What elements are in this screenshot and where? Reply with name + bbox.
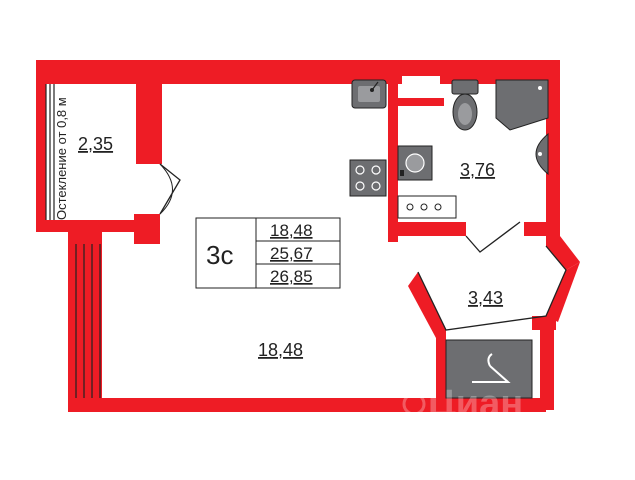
wall-hall-right-lower — [546, 262, 580, 322]
bathroom-area: 3,76 — [460, 160, 495, 180]
hall-area: 3,43 — [468, 288, 503, 308]
wall-kitchen-partition — [388, 70, 398, 242]
wall-right-lower — [540, 320, 554, 410]
apartment-type: 3с — [206, 240, 233, 270]
hall-door — [417, 245, 567, 331]
stove-icon — [349, 159, 387, 197]
summary-box — [195, 217, 341, 289]
wall-right-upper — [546, 60, 560, 246]
summary-total: 25,67 — [270, 244, 313, 263]
doors — [159, 163, 567, 331]
bathroom-fixtures — [397, 79, 549, 219]
wall-hall-right — [546, 236, 580, 270]
wall-bath-bottom-right — [524, 222, 560, 236]
wall-bottom — [68, 398, 546, 412]
toilet-icon — [451, 79, 479, 131]
main-room-area: 18,48 — [258, 340, 303, 360]
wall-partition-lower — [134, 214, 160, 244]
hanger-icon — [472, 353, 511, 383]
balcony-door — [159, 163, 181, 215]
closet — [445, 339, 533, 399]
wall-hall-left — [408, 272, 446, 338]
bathroom-door — [465, 221, 521, 253]
walls — [36, 60, 580, 412]
towel-rail-icon — [397, 195, 457, 219]
balcony-note: Остекление от 0,8 м — [54, 97, 69, 220]
summary-total-with-balcony: 26,85 — [270, 267, 313, 286]
washing-machine-icon — [397, 145, 433, 181]
wall-bath-bottom — [388, 222, 466, 236]
wall-bath-ledge — [398, 98, 444, 106]
wall-partition-upper — [136, 70, 162, 164]
wall-balcony-left — [36, 60, 46, 230]
shower-icon — [495, 79, 549, 131]
wall-top — [36, 60, 560, 84]
balcony-area: 2,35 — [78, 134, 113, 154]
summary-living: 18,48 — [270, 221, 313, 240]
watermark-text: Циан — [428, 383, 523, 425]
balcony-glazing — [45, 84, 101, 398]
watermark: Циан — [402, 383, 523, 425]
wall-left-main — [68, 232, 102, 410]
kitchen-fixtures — [349, 79, 387, 197]
wall-balcony-bottom — [36, 220, 160, 232]
wall-closet-left — [436, 330, 446, 400]
closet-icon — [445, 339, 533, 399]
watermark-logo-icon — [402, 392, 426, 416]
washbasin-icon — [535, 132, 549, 176]
wall-bath-notch — [402, 76, 440, 98]
